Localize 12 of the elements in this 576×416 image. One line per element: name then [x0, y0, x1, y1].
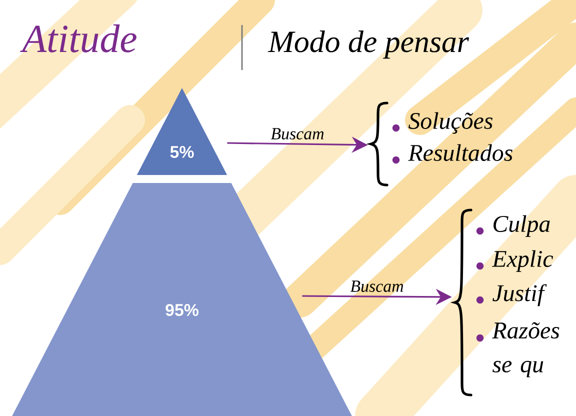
pyramid-base: 95%: [12, 183, 352, 416]
pyramid-top: 5%: [136, 88, 228, 175]
edge-label: Buscam: [270, 128, 324, 140]
bullet-item: Soluções: [392, 112, 492, 134]
bullet-item: Culpa: [476, 215, 550, 237]
bullet-item: Razões se qu: [476, 322, 560, 378]
bullet-item: Resultados: [392, 144, 512, 164]
edge-label: Buscam: [350, 280, 404, 292]
title: Atitude: [20, 24, 136, 52]
bullet-item: Explic: [476, 250, 554, 272]
subtitle: Modo de pensar: [268, 30, 470, 59]
bullet-item: Justif: [476, 284, 547, 306]
